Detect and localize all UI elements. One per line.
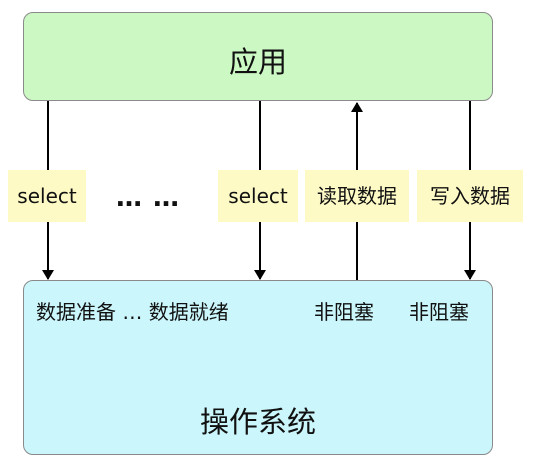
- read-data-label: 读取数据: [305, 170, 409, 222]
- data-ready-status: 数据准备 … 数据就绪: [36, 300, 229, 324]
- select-label-2: select: [218, 170, 298, 222]
- write-data-label: 写入数据: [417, 170, 523, 222]
- operating-system-title: 操作系统: [199, 405, 316, 439]
- ellipsis-label: … …: [116, 183, 181, 213]
- select-label-1: select: [8, 170, 86, 222]
- application-title: 应用: [228, 45, 287, 79]
- nonblocking-write-status: 非阻塞: [409, 300, 469, 324]
- operating-system-box: 操作系统: [23, 280, 493, 455]
- nonblocking-read-status: 非阻塞: [314, 300, 374, 324]
- application-box: 应用: [23, 12, 493, 101]
